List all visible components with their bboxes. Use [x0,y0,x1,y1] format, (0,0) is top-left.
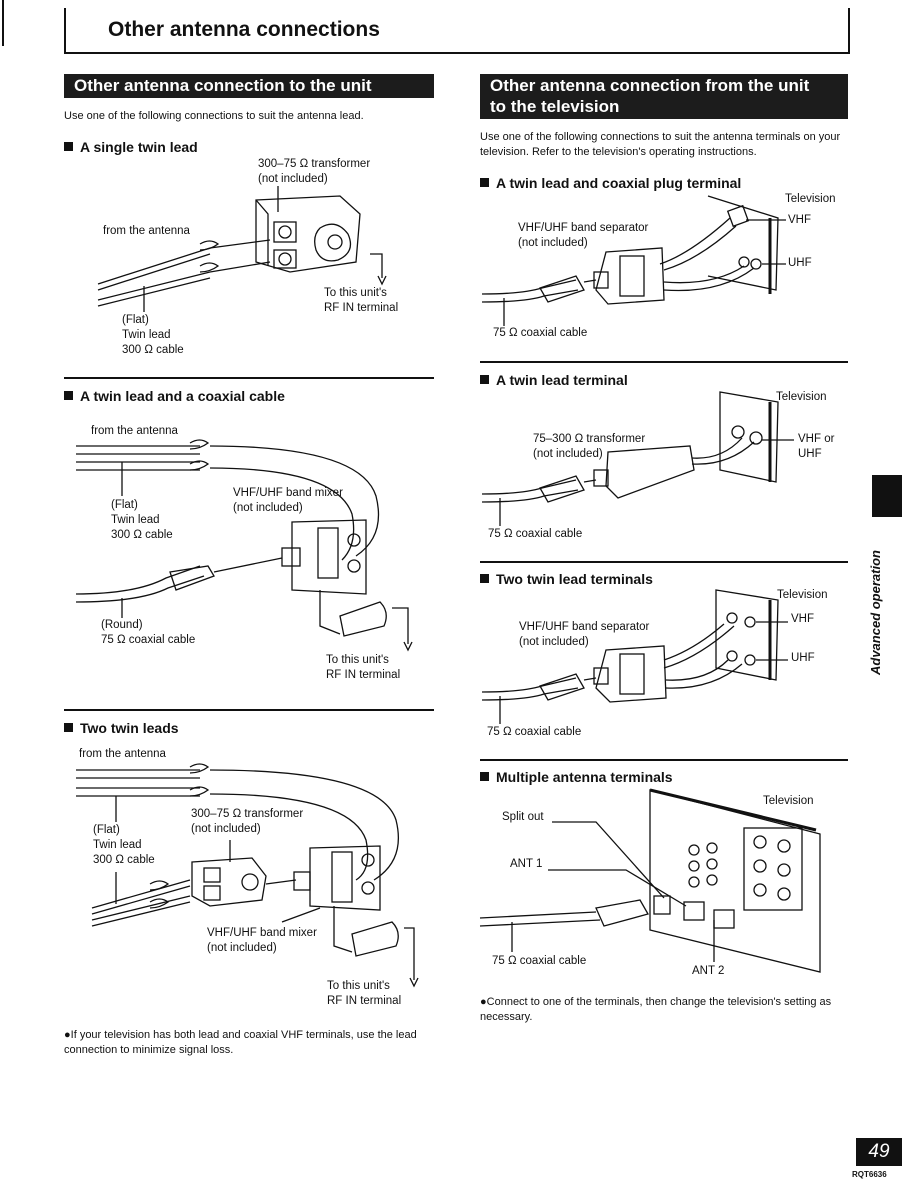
mixer-label: VHF/UHF band mixer [233,487,343,499]
not-included-label: (not included) [533,448,603,460]
heading-twin-coax: A twin lead and a coaxial cable [64,388,285,404]
heading-twin-lead-terminal: A twin lead terminal [480,372,628,388]
rf-in-label: RF IN terminal [324,302,399,314]
page-title: Other antenna connections [108,18,380,41]
transformer-label: 300–75 Ω transformer [258,158,371,170]
heading-two-twin-leads: Two twin leads [64,720,179,736]
from-antenna-label: from the antenna [79,748,166,760]
cable-300-label: 300 Ω cable [122,344,184,356]
not-included-label: (not included) [207,942,277,954]
cable-75-label: 75 Ω coaxial cable [493,327,588,339]
side-section-label: Advanced operation [868,550,883,675]
vhf-or-label: VHF or [798,433,835,445]
cable-75-label: 75 Ω coaxial cable [488,528,583,540]
flat-label: (Flat) [93,824,120,836]
section-divider [480,361,848,363]
cable-75-label: 75 Ω coaxial cable [487,726,582,738]
to-unit-label: To this unit's [324,287,387,299]
from-antenna-label: from the antenna [103,225,190,237]
ant1-label: ANT 1 [510,858,543,870]
twin-lead-label: Twin lead [93,839,142,851]
to-unit-label: To this unit's [327,980,390,992]
section-divider [64,377,434,379]
side-tab-marker [872,475,902,517]
television-label: Television [777,589,828,601]
section-divider [480,561,848,563]
heading-two-twin-lead-terminals: Two twin lead terminals [480,571,653,587]
ant2-label: ANT 2 [692,965,725,977]
cable-300-label: 300 Ω cable [93,854,155,866]
television-label: Television [776,391,827,403]
right-banner-line1: Other antenna connection from the unit [480,74,848,98]
transformer-label: 75–300 Ω transformer [533,433,646,445]
separator-label: VHF/UHF band separator [518,222,649,234]
left-intro: Use one of the following connections to … [64,110,364,122]
page-number: 49 [856,1138,902,1166]
not-included-label: (not included) [191,823,261,835]
not-included-label: (not included) [233,502,303,514]
flat-label: (Flat) [122,314,149,326]
television-label: Television [763,795,814,807]
right-intro: Use one of the following connections to … [480,131,841,158]
document-code: RQT6636 [852,1170,887,1179]
section-divider [64,709,434,711]
cable-300-label: 300 Ω cable [111,529,173,541]
mixer-label: VHF/UHF band mixer [207,927,317,939]
heading-multiple-antenna-terminals: Multiple antenna terminals [480,769,673,785]
heading-single-twin-lead: A single twin lead [64,139,198,155]
uhf-label: UHF [791,652,815,664]
rf-in-label: RF IN terminal [327,995,402,1007]
left-banner: Other antenna connection to the unit [64,74,434,98]
twin-lead-label: Twin lead [111,514,160,526]
page-edge-mark [2,0,4,46]
rf-in-label: RF IN terminal [326,669,401,681]
cable-75-label: 75 Ω coaxial cable [492,955,587,967]
vhf-label: VHF [788,214,811,226]
section-divider [480,759,848,761]
not-included-label: (not included) [258,173,328,185]
television-label: Television [785,193,836,205]
vhf-label: VHF [791,613,814,625]
right-banner-line2: to the television [480,95,848,119]
not-included-label: (not included) [519,636,589,648]
right-note: ●Connect to one of the terminals, then c… [480,996,832,1023]
round-label: (Round) [101,619,143,631]
from-antenna-label: from the antenna [91,425,178,437]
left-note: ●If your television has both lead and co… [64,1029,417,1056]
not-included-label: (not included) [518,237,588,249]
separator-label: VHF/UHF band separator [519,621,650,633]
to-unit-label: To this unit's [326,654,389,666]
twin-lead-label: Twin lead [122,329,171,341]
transformer-label: 300–75 Ω transformer [191,808,304,820]
cable-75-label: 75 Ω coaxial cable [101,634,196,646]
flat-label: (Flat) [111,499,138,511]
uhf-label: UHF [788,257,812,269]
title-box [64,8,850,54]
heading-twin-coax-plug: A twin lead and coaxial plug terminal [480,175,741,191]
split-out-label: Split out [502,811,544,823]
uhf-label: UHF [798,448,822,460]
